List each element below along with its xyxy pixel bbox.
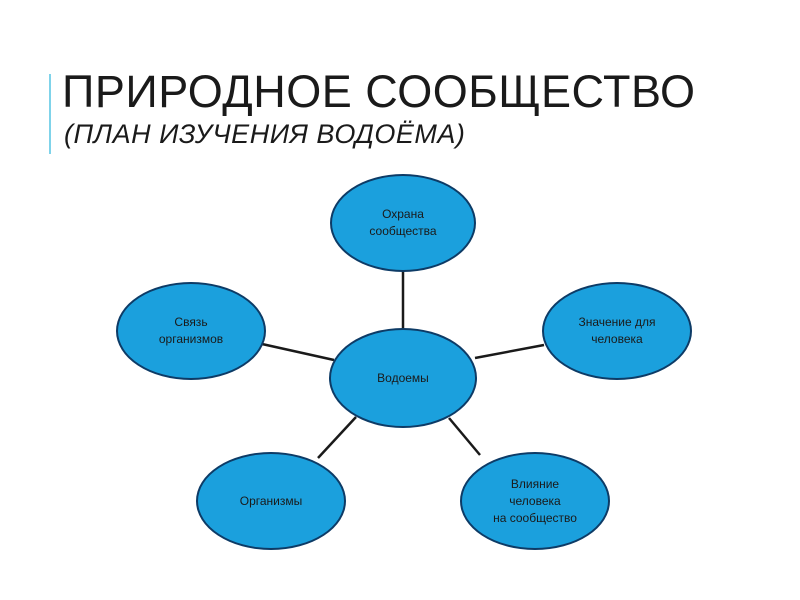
node-relations: Связь организмов (116, 282, 266, 380)
node-influence: Влияние человека на сообщество (460, 452, 610, 550)
node-influence-label: Влияние человека на сообщество (493, 476, 577, 525)
connector-relations (261, 342, 335, 362)
node-significance: Значение для человека (542, 282, 692, 380)
connector-organisms (317, 416, 357, 459)
connector-significance (474, 343, 545, 360)
slide-subtitle: (ПЛАН ИЗУЧЕНИЯ ВОДОЁМА) (64, 119, 466, 149)
node-center-label: Водоемы (377, 370, 429, 385)
slide-title: ПРИРОДНОЕ СООБЩЕСТВО (62, 66, 696, 117)
node-protection: Охрана сообщества (330, 174, 476, 272)
node-center: Водоемы (329, 328, 477, 428)
title-accent-line (49, 74, 51, 154)
node-organisms-label: Организмы (239, 493, 303, 508)
node-relations-label: Связь организмов (158, 315, 224, 346)
node-significance-label: Значение для человека (578, 315, 656, 346)
connector-influence (448, 417, 481, 456)
node-protection-label: Охрана сообщества (369, 207, 437, 238)
node-organisms: Организмы (196, 452, 346, 550)
